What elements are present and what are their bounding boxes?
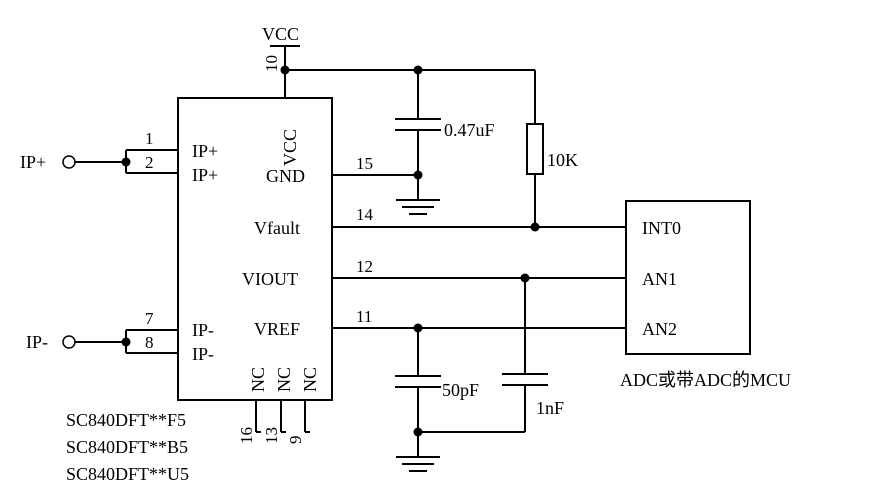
pin-16-number: 16	[237, 427, 256, 444]
ip-minus-terminal	[62, 329, 178, 354]
pin-7-number: 7	[145, 309, 154, 328]
pin-13-number: 13	[262, 427, 281, 444]
chip-vcc-pin-label: VCC	[280, 129, 300, 166]
pin-1-number: 1	[145, 129, 154, 148]
vcc-supply-label: VCC	[262, 24, 299, 44]
vcc-junction-1	[280, 65, 290, 75]
mcu-pin-an1: AN1	[642, 269, 677, 289]
part-number-u5: SC840DFT**U5	[66, 464, 189, 484]
mcu-caption: ADC或带ADC的MCU	[620, 370, 791, 390]
pin-nc-label-3: NC	[300, 367, 320, 392]
pin-12-number: 12	[356, 257, 373, 276]
pin-vref-label: VREF	[254, 319, 300, 339]
mcu-pin-an2: AN2	[642, 319, 677, 339]
nc-pin-stubs	[255, 400, 310, 433]
capacitor-50pf	[395, 328, 441, 457]
capacitor-1nf	[502, 278, 548, 432]
mcu-pin-int0: INT0	[642, 218, 681, 238]
pin-9-number: 9	[286, 436, 305, 445]
pin-ip-plus-2: IP+	[192, 165, 218, 185]
ground-symbol-top	[396, 199, 440, 215]
capacitor-1nf-label: 1nF	[536, 398, 564, 418]
pin-15-number: 15	[356, 154, 373, 173]
ip-plus-terminal	[62, 149, 178, 174]
pin-viout-label: VIOUT	[242, 269, 298, 289]
pin-10-number: 10	[262, 55, 281, 72]
resistor-10k-label: 10K	[547, 150, 578, 170]
part-number-b5: SC840DFT**B5	[66, 437, 188, 457]
pin-14-number: 14	[356, 205, 374, 224]
pin-ip-minus-2: IP-	[192, 344, 214, 364]
capacitor-047uf	[395, 70, 441, 200]
mcu-block	[625, 200, 751, 355]
resistor-10k	[526, 70, 544, 227]
capacitor-047uf-label: 0.47uF	[444, 120, 495, 140]
pin-8-number: 8	[145, 333, 154, 352]
pin-nc-label-1: NC	[248, 367, 268, 392]
part-number-f5: SC840DFT**F5	[66, 410, 186, 430]
pin-vfault-label: Vfault	[254, 218, 300, 238]
pin-2-number: 2	[145, 153, 154, 172]
pin-ip-minus-1: IP-	[192, 320, 214, 340]
sensor-ic-body	[177, 97, 333, 401]
pin-nc-label-2: NC	[274, 367, 294, 392]
ip-minus-label: IP-	[26, 332, 48, 352]
pin-gnd-label: GND	[266, 166, 305, 186]
pin-ip-plus-1: IP+	[192, 141, 218, 161]
capacitor-50pf-label: 50pF	[442, 380, 479, 400]
gnd-junction	[413, 170, 423, 180]
vfault-junction	[530, 222, 540, 232]
pin-11-number: 11	[356, 307, 372, 326]
ip-plus-label: IP+	[20, 152, 46, 172]
bottom-junction	[413, 427, 423, 437]
ground-symbol-bottom	[396, 456, 440, 472]
